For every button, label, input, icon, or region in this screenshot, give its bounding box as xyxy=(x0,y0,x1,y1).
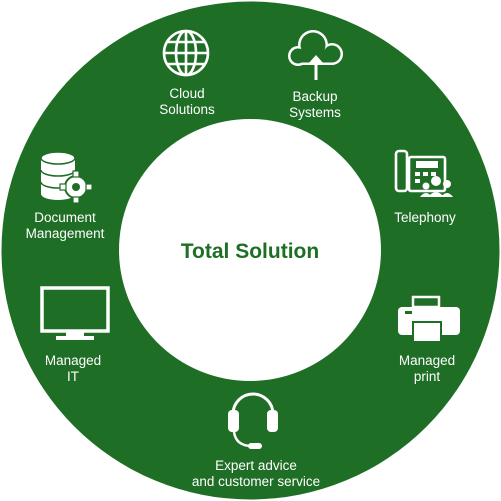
service-label-line1: Managed xyxy=(45,353,101,368)
center-title: Total Solution xyxy=(181,240,319,263)
globe-icon xyxy=(162,29,210,77)
headset-icon xyxy=(228,392,278,449)
service-managed-it: Managed IT xyxy=(40,286,110,384)
service-cloud-solutions: Cloud Solutions xyxy=(159,29,215,117)
service-managed-print: Managed print xyxy=(398,295,460,384)
service-label-line1: Expert advice xyxy=(215,458,297,473)
service-telephony: Telephony xyxy=(394,149,456,225)
database-gear-icon xyxy=(40,151,93,204)
service-expert-advice: Expert advice and customer service xyxy=(192,392,320,489)
desk-phone-icon xyxy=(394,149,453,197)
service-label-line2: print xyxy=(414,369,441,384)
monitor-icon xyxy=(40,286,110,340)
cloud-upload-icon xyxy=(288,30,343,80)
service-label-line2: and customer service xyxy=(192,474,320,489)
service-label-line1: Managed xyxy=(399,353,455,368)
service-label-line2: Systems xyxy=(289,105,341,120)
service-label-line1: Cloud xyxy=(169,86,204,101)
service-label-line1: Backup xyxy=(292,89,337,104)
service-label-line1: Telephony xyxy=(394,210,456,225)
printer-icon xyxy=(398,295,460,343)
service-label-line2: IT xyxy=(67,369,79,384)
service-document-management: Document Management xyxy=(26,151,105,241)
center-circle xyxy=(119,119,381,381)
service-label-line2: Management xyxy=(26,226,105,241)
service-backup-systems: Backup Systems xyxy=(288,30,343,120)
service-label-line2: Solutions xyxy=(159,102,215,117)
service-label-line1: Document xyxy=(34,210,96,225)
